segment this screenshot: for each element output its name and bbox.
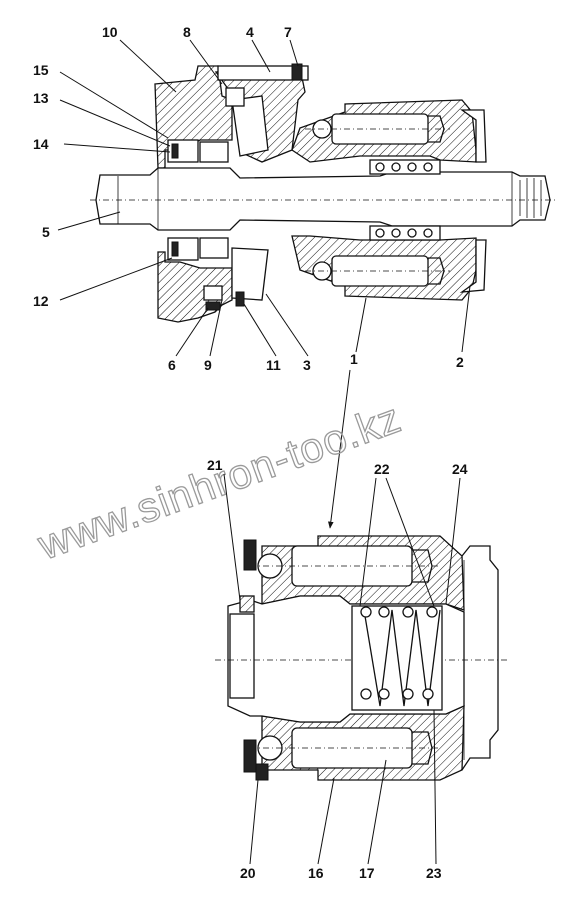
callout-20: 20 — [240, 865, 256, 881]
bottom-fitting — [203, 285, 223, 301]
retainer-shoe — [255, 763, 269, 781]
rear-cap-lower — [459, 239, 487, 293]
top-fitting — [225, 87, 245, 107]
bottom-screw — [205, 301, 221, 311]
callout-5: 5 — [42, 224, 50, 240]
callout-17: 17 — [359, 865, 375, 881]
retainer-plate — [239, 595, 255, 613]
shaft-spline — [519, 178, 542, 218]
leader-lines — [57, 39, 471, 865]
pistons-upper — [305, 113, 450, 287]
drive-shaft — [95, 167, 551, 231]
detail-pistons — [250, 545, 440, 769]
callout-1: 1 — [350, 351, 358, 367]
cover-cap — [217, 65, 309, 81]
spline-bushing — [229, 613, 255, 699]
callout-16: 16 — [308, 865, 324, 881]
callout-3: 3 — [303, 357, 311, 373]
lower-detail-drawing — [215, 535, 510, 781]
top-bolt — [291, 63, 303, 81]
callout-21: 21 — [207, 457, 223, 473]
callout-15: 15 — [33, 62, 49, 78]
callout-11: 11 — [266, 357, 281, 373]
callout-7: 7 — [284, 24, 292, 40]
callout-14: 14 — [33, 136, 49, 152]
callout-4: 4 — [246, 24, 254, 40]
seal-ring — [235, 291, 245, 307]
swash-plate-lower — [231, 247, 269, 301]
callout-23: 23 — [426, 865, 442, 881]
slipper-retainer-lower — [243, 739, 257, 773]
callout-22: 22 — [374, 461, 390, 477]
callout-6: 6 — [168, 357, 176, 373]
block-spring — [351, 605, 443, 711]
callout-labels: 10 8 4 7 15 13 14 5 12 6 9 11 3 1 2 21 2… — [33, 24, 468, 881]
front-bearing — [167, 139, 229, 261]
slipper-retainer-upper — [243, 539, 257, 571]
rear-cap — [459, 109, 487, 163]
spring-pack — [369, 159, 441, 241]
callout-2: 2 — [456, 354, 464, 370]
callout-8: 8 — [183, 24, 191, 40]
callout-10: 10 — [102, 24, 118, 40]
callout-24: 24 — [452, 461, 468, 477]
rear-flange — [461, 545, 499, 771]
upper-assembly-drawing — [90, 63, 555, 323]
swash-plate — [231, 95, 269, 157]
callout-13: 13 — [33, 90, 49, 106]
callout-12: 12 — [33, 293, 49, 309]
callout-9: 9 — [204, 357, 212, 373]
detail-arrow — [328, 369, 351, 529]
